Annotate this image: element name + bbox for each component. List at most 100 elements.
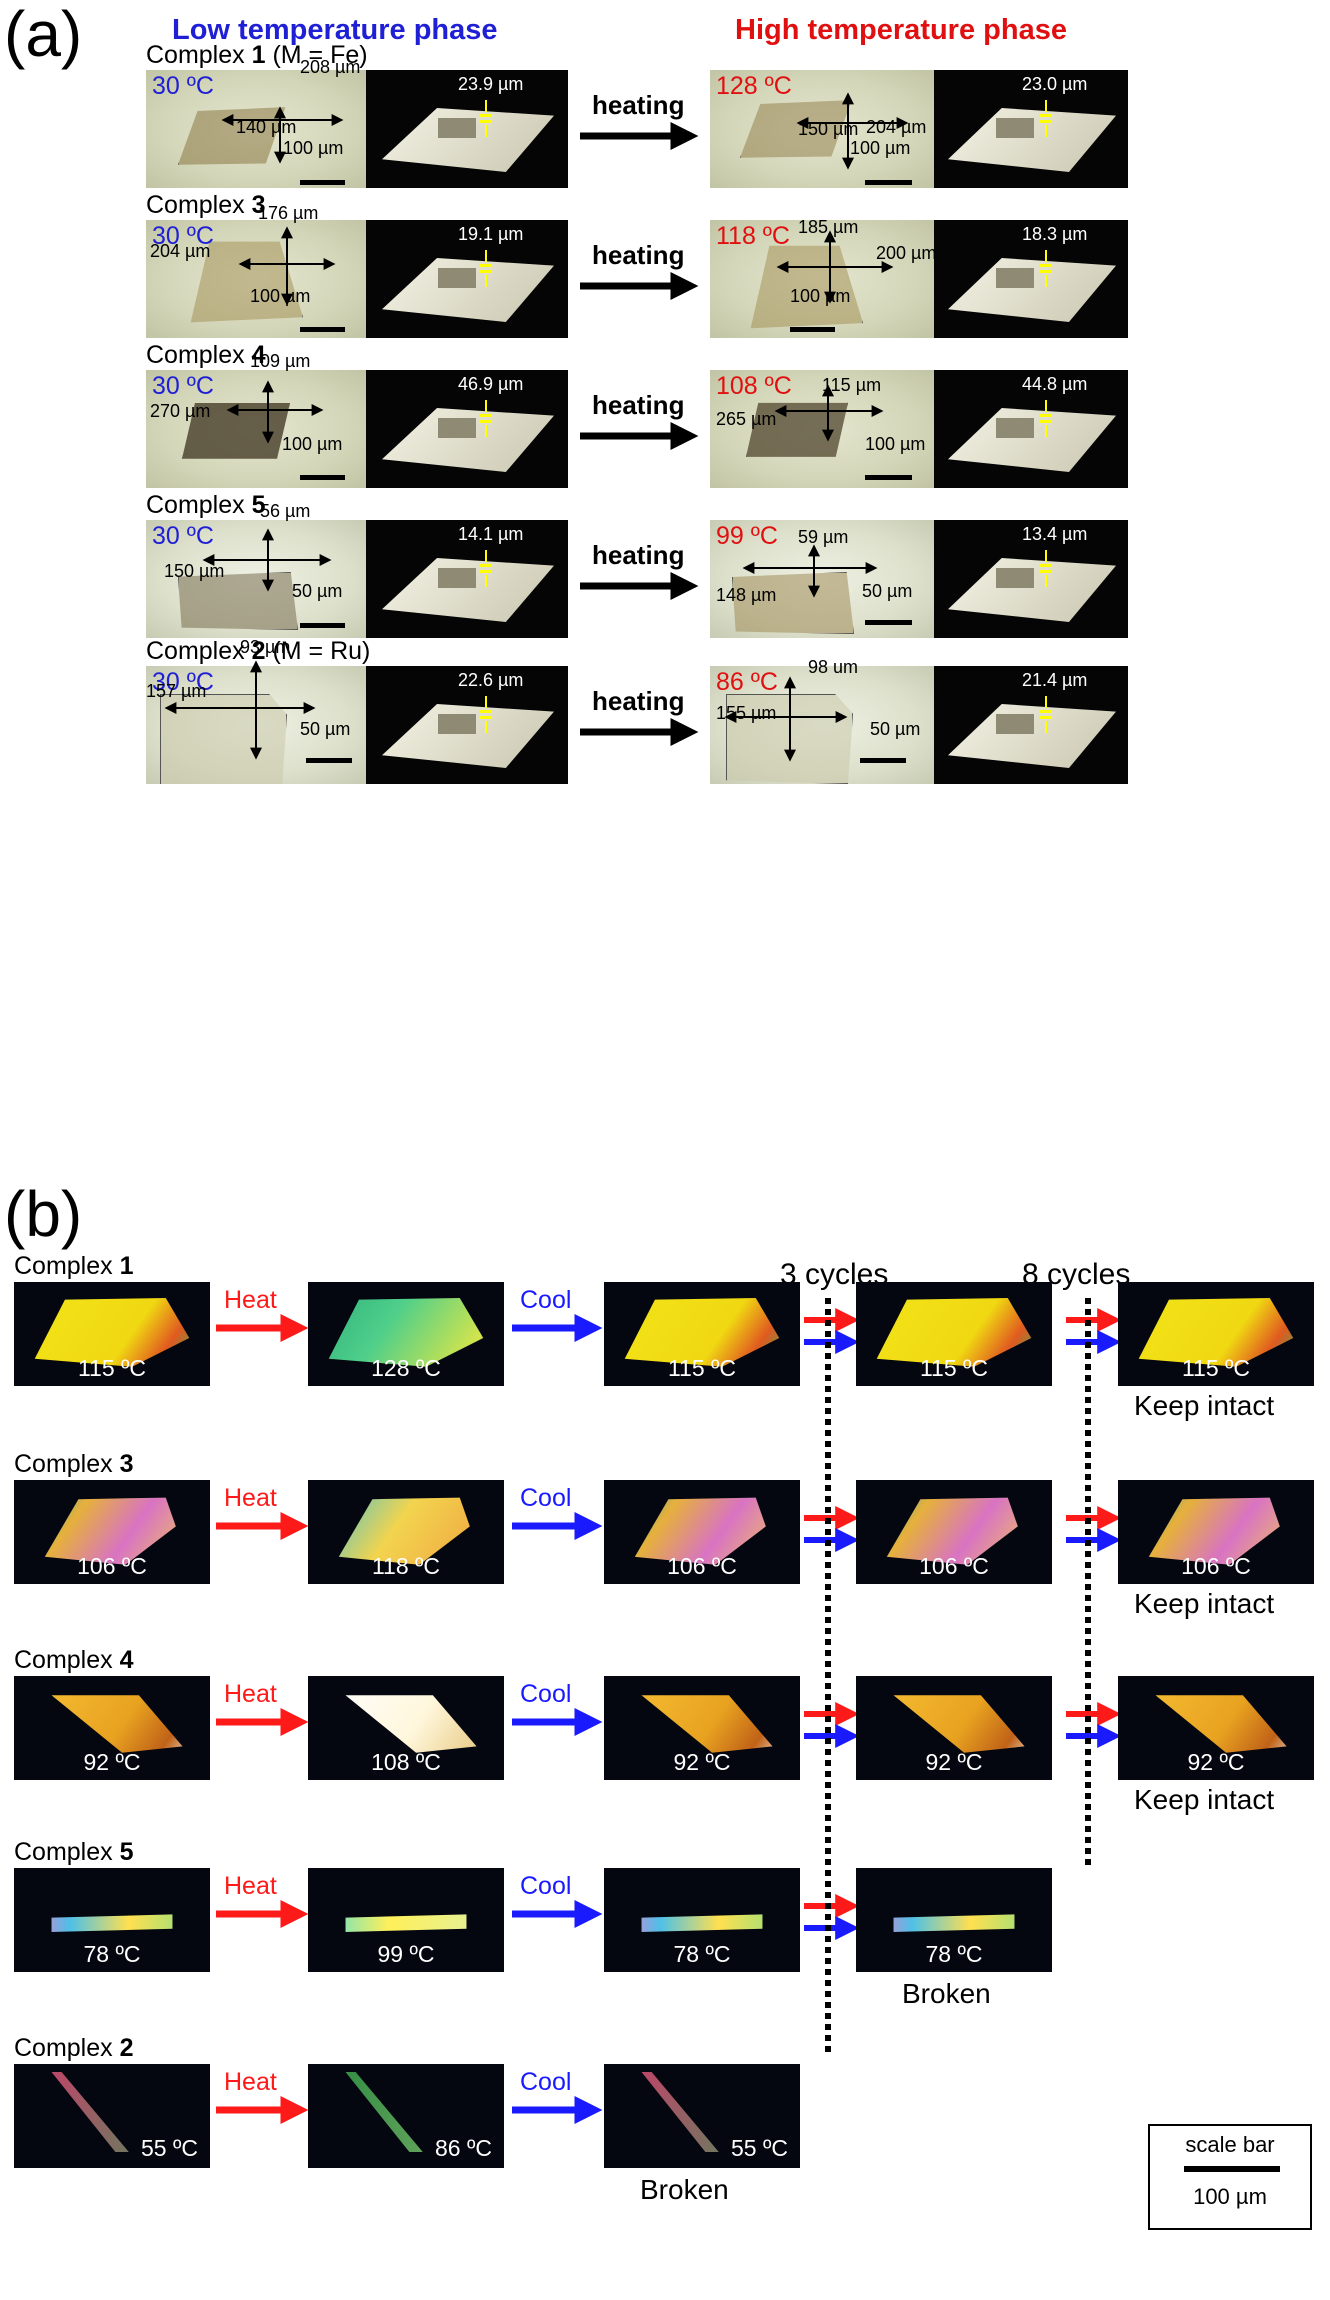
complex-name-prefix: Complex <box>146 41 252 69</box>
complex-name-prefix: Complex <box>14 1646 120 1674</box>
thickness-marker <box>1040 264 1052 267</box>
scale-legend-value: 100 µm <box>1193 2184 1267 2209</box>
width-label-low: 204 µm <box>150 241 211 261</box>
temp-label: 78 ºC <box>83 1941 141 1967</box>
complex-name-prefix: Complex <box>146 637 252 665</box>
complex-name-b: Complex 4 <box>14 1646 134 1675</box>
polarized-micrograph: 55 ºC <box>14 2064 210 2168</box>
thickness-marker <box>480 120 492 123</box>
polarized-micrograph: 92 ºC <box>856 1676 1052 1780</box>
status-label: Keep intact <box>1134 1588 1275 1619</box>
complex-name-prefix: Complex <box>146 491 252 519</box>
complex-name-a: Complex 2 (M = Ru) <box>146 637 370 666</box>
temp-label: 115 ºC <box>77 1355 147 1381</box>
scalebar-high <box>865 475 912 480</box>
scalebar-high <box>860 758 906 763</box>
polarized-micrograph: 115 ºC <box>856 1282 1052 1386</box>
crystal-3d <box>996 118 1034 138</box>
polarized-micrograph: 106 ºC <box>856 1480 1052 1584</box>
width-label-high: 150 µm <box>798 119 859 139</box>
temp-label: 55 ºC <box>141 2135 198 2161</box>
heating-label: heating <box>592 390 685 420</box>
scale-label-high: 50 µm <box>862 581 913 601</box>
temp-high: 99 ºC <box>716 522 778 550</box>
length-label-high: 185 µm <box>798 217 859 237</box>
profile-3d-low: 22.6 µm <box>366 666 568 784</box>
polarized-micrograph: 86 ºC <box>308 2064 504 2168</box>
profile-3d-high: 23.0 µm <box>934 70 1128 188</box>
profile-3d-low: 19.1 µm <box>366 220 568 338</box>
thickness-marker <box>1040 570 1052 573</box>
polarized-micrograph: 128 ºC <box>308 1282 504 1386</box>
thickness-low: 46.9 µm <box>458 374 524 394</box>
scale-label-high: 50 µm <box>870 719 921 739</box>
thickness-high: 18.3 µm <box>1022 224 1088 244</box>
width-label-low: 140 µm <box>236 117 297 137</box>
polarized-micrograph: 99 ºC <box>308 1868 504 1972</box>
status-label: Keep intact <box>1134 1390 1275 1421</box>
profile-3d-high: 18.3 µm <box>934 220 1128 338</box>
thickness-marker <box>480 564 492 567</box>
complex-name-number: 5 <box>119 1838 134 1866</box>
complex-name-prefix: Complex <box>14 1450 120 1478</box>
scalebar-high <box>865 620 912 625</box>
complex-name-number: 4 <box>251 341 266 369</box>
scale-label-low: 100 µm <box>250 286 311 306</box>
profile-3d-low: 23.9 µm <box>366 70 568 188</box>
crystal-birefringence <box>345 1914 467 1932</box>
polarized-micrograph: 115 ºC <box>604 1282 800 1386</box>
temp-high: 108 ºC <box>716 372 792 400</box>
profile-3d-low: 14.1 µm <box>366 520 568 638</box>
scale-label-high: 100 µm <box>865 434 926 454</box>
profile-3d-high: 21.4 µm <box>934 666 1128 784</box>
status-label: Keep intact <box>1134 1784 1275 1815</box>
temp-label: 86 ºC <box>435 2135 492 2161</box>
scale-label-high: 100 µm <box>850 138 911 158</box>
polarized-micrograph: 78 ºC <box>856 1868 1052 1972</box>
thickness-marker <box>1040 564 1052 567</box>
temp-low: 30 ºC <box>152 222 214 250</box>
temp-low: 30 ºC <box>152 72 214 100</box>
cool-label: Cool <box>520 1680 572 1708</box>
heating-label: heating <box>592 686 685 716</box>
width-label-low: 150 µm <box>164 561 225 581</box>
thickness-marker <box>480 710 492 713</box>
thickness-high: 44.8 µm <box>1022 374 1088 394</box>
length-label-high: 59 µm <box>798 527 849 547</box>
thickness-low: 19.1 µm <box>458 224 524 244</box>
scalebar-low <box>300 475 345 480</box>
temp-label: 118 ºC <box>371 1553 441 1579</box>
width-label-low: 270 µm <box>150 401 211 421</box>
length-label-low: 208 µm <box>300 57 361 77</box>
heat-label: Heat <box>224 1484 277 1512</box>
thickness-marker <box>480 264 492 267</box>
complex-name-number: 2 <box>119 2034 134 2062</box>
heat-label: Heat <box>224 1872 277 1900</box>
temp-label: 128 ºC <box>371 1355 441 1381</box>
temp-low: 30 ºC <box>152 668 214 696</box>
thickness-low: 23.9 µm <box>458 74 524 94</box>
polarized-micrograph: 78 ºC <box>604 1868 800 1972</box>
scalebar-low <box>300 327 345 332</box>
status-label: Broken <box>902 1978 991 2009</box>
scale-legend-title: scale bar <box>1185 2132 1275 2157</box>
heat-label: Heat <box>224 1286 277 1314</box>
complex-name-number: 3 <box>251 191 266 219</box>
temp-label: 92 ºC <box>83 1749 141 1775</box>
length-label-low: 176 µm <box>258 203 319 223</box>
polarized-micrograph: 108 ºC <box>308 1676 504 1780</box>
thickness-marker <box>1040 114 1052 117</box>
temp-high: 118 ºC <box>716 222 790 250</box>
temp-high: 86 ºC <box>716 668 778 696</box>
complex-name-b: Complex 1 <box>14 1252 134 1281</box>
complex-name-b: Complex 2 <box>14 2034 134 2063</box>
status-label: Broken <box>640 2174 729 2205</box>
temp-label: 108 ºC <box>371 1749 441 1775</box>
temp-label: 78 ºC <box>925 1941 983 1967</box>
low-phase-title: Low temperature phase <box>172 14 498 46</box>
temp-label: 106 ºC <box>919 1553 989 1579</box>
complex-name-a: Complex 1 (M = Fe) <box>146 41 368 70</box>
temp-label: 78 ºC <box>673 1941 731 1967</box>
temp-label: 55 ºC <box>731 2135 788 2161</box>
micrograph-high: 99 ºC <box>710 520 934 638</box>
